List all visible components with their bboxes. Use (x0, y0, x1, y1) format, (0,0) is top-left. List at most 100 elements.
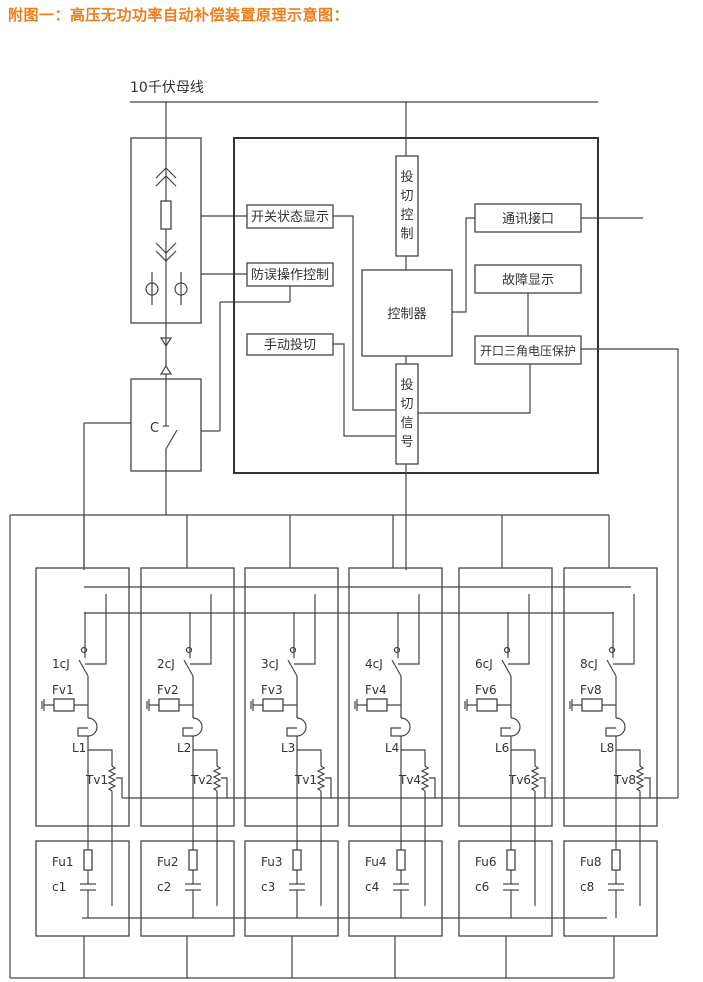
module-lower-box (140, 840, 235, 937)
module-lower-box (458, 840, 553, 937)
contactor-switch-icon (165, 429, 178, 450)
relay-switch-icon (501, 659, 512, 677)
relay-switch-icon (78, 659, 89, 677)
breaker-body-icon (160, 200, 172, 230)
comm-interface-box (474, 203, 582, 233)
fuse-icon (188, 849, 198, 871)
fuse-icon (83, 849, 93, 871)
vt-line (616, 749, 641, 766)
arrester-label: Fv3 (261, 683, 283, 697)
open-delta-protection-box (474, 335, 582, 365)
vt-line (193, 749, 218, 766)
capacitor-label: c4 (365, 880, 379, 894)
reactor-label: L6 (495, 741, 509, 755)
vt-secondary-line (325, 777, 332, 798)
reactor-label: L2 (177, 741, 191, 755)
vt-label: Tv1 (294, 773, 317, 787)
arrester-label: Fv6 (475, 683, 497, 697)
bus-label: 10千伏母线 (130, 80, 204, 96)
relay-contact-icon (80, 646, 88, 654)
open-delta-protection-label: 开口三角电压保护 (480, 344, 576, 358)
voltage-transformer-icon (420, 765, 430, 792)
vt-line (401, 749, 426, 766)
module-upper-box (563, 567, 658, 827)
contactor-cabinet: C (83, 285, 291, 570)
voltage-transformer-icon (107, 765, 117, 792)
switching-signal-char: 投 (400, 377, 413, 393)
fuse-label: Fu2 (157, 855, 179, 869)
reactor-icon (192, 717, 203, 737)
manual-switching-label: 手动投切 (264, 337, 316, 353)
switch-state-display-label: 开关状态显示 (251, 210, 329, 225)
vt-secondary-line (429, 777, 436, 798)
relay-contact-icon (393, 646, 401, 654)
switching-control-char: 控 (400, 208, 413, 223)
reactor-label: L1 (72, 741, 86, 755)
relay-switch-icon (287, 659, 298, 677)
voltage-transformer-icon (316, 765, 326, 792)
capacitor-label: c6 (475, 880, 489, 894)
module-upper-box (35, 567, 130, 827)
arrester-icon (476, 698, 498, 712)
voltage-transformer-icon (635, 765, 645, 792)
switching-control-char: 投 (400, 169, 413, 185)
vt-line (88, 749, 113, 766)
arrester-icon (53, 698, 75, 712)
controller-box (361, 269, 453, 357)
switch-label: 6cJ (475, 657, 493, 671)
fuse-label: Fu1 (52, 855, 74, 869)
vt-label: Tv2 (190, 773, 213, 787)
control-line-b (190, 594, 212, 665)
reactor-tap-icon (500, 727, 511, 737)
capacitor-label: c1 (52, 880, 66, 894)
module-upper-box (458, 567, 553, 827)
reactor-label: L3 (281, 741, 295, 755)
reactor-label: L4 (385, 741, 399, 755)
arrester-label: Fv2 (157, 683, 179, 697)
vt-secondary-line (644, 777, 651, 798)
reactor-tap-icon (605, 727, 616, 737)
vt-label: Tv4 (398, 773, 421, 787)
control-line-b (508, 594, 530, 665)
relay-contact-icon (289, 646, 297, 654)
fuse-icon (611, 849, 621, 871)
fuse-icon (396, 849, 406, 871)
module-upper-box (244, 567, 339, 827)
diagram-title: 附图一：高压无功功率自动补偿装置原理示意图： (8, 6, 350, 24)
switching-signal-char: 切 (400, 397, 413, 412)
control-line-b (85, 594, 107, 665)
module-upper-box (140, 567, 235, 827)
capacitor-label: c3 (261, 880, 275, 894)
reactor-icon (510, 717, 521, 737)
switchgear-cabinet (130, 102, 202, 367)
capacitor-label: c8 (580, 880, 594, 894)
voltage-transformer-icon (530, 765, 540, 792)
module-lower-box (244, 840, 339, 937)
anti-misoperation-label: 防误操作控制 (251, 267, 329, 283)
isolation-arrow-down-icon (159, 337, 173, 348)
arrester-icon (262, 698, 284, 712)
anti-misoperation-box (246, 262, 334, 287)
fuse-icon (506, 849, 516, 871)
module-lower-box (35, 840, 130, 937)
switch-label: 8cJ (580, 657, 598, 671)
reactor-tap-icon (390, 727, 401, 737)
vt-secondary-line (539, 777, 546, 798)
arrester-icon (366, 698, 388, 712)
switching-control-box (395, 155, 419, 257)
plug-in-contact-upper-icon (155, 167, 177, 187)
module-lower-box (348, 840, 443, 937)
vt-line (511, 749, 536, 766)
vt-label: Tv1 (85, 773, 108, 787)
control-line-b (398, 594, 420, 665)
arrester-label: Fv4 (365, 683, 387, 697)
plug-in-contact-lower-icon (155, 242, 177, 262)
reactor-tap-icon (182, 727, 193, 737)
vt-label: Tv6 (508, 773, 531, 787)
relay-contact-icon (608, 646, 616, 654)
control-line-b (613, 594, 635, 665)
switch-label: 3cJ (261, 657, 279, 671)
reactor-label: L8 (600, 741, 614, 755)
vt-line (297, 749, 322, 766)
switching-signal-char: 号 (400, 435, 413, 450)
